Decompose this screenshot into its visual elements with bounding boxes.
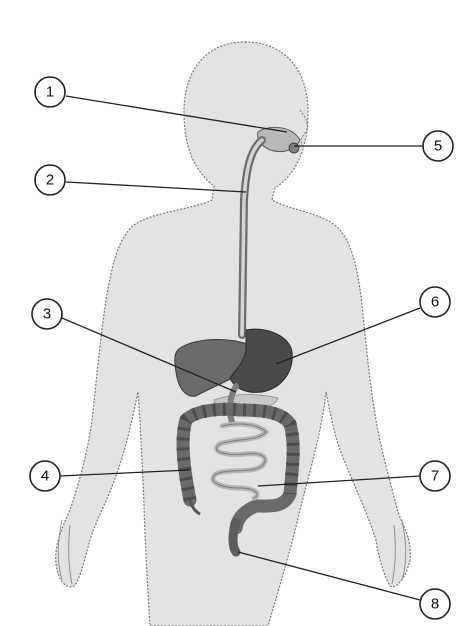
callout-number-2: 2 <box>46 172 54 189</box>
callout-6: 6 <box>420 287 450 317</box>
callout-number-7: 7 <box>431 468 439 485</box>
callout-number-4: 4 <box>41 468 49 485</box>
callout-4: 4 <box>30 461 60 491</box>
callout-number-6: 6 <box>431 294 439 311</box>
callout-7: 7 <box>420 461 450 491</box>
callout-5: 5 <box>423 131 453 161</box>
callout-number-8: 8 <box>431 596 439 613</box>
callout-number-3: 3 <box>43 306 51 323</box>
callout-1: 1 <box>35 77 65 107</box>
callout-8: 8 <box>420 589 450 619</box>
callout-number-5: 5 <box>434 138 442 155</box>
salivary-gland <box>289 143 299 153</box>
callout-3: 3 <box>32 299 62 329</box>
callout-number-1: 1 <box>46 84 54 101</box>
callout-2: 2 <box>35 165 65 195</box>
rectum <box>233 522 236 552</box>
